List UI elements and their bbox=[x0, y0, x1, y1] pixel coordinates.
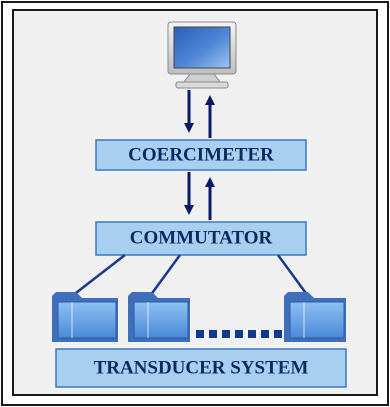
transducer-icon bbox=[284, 292, 346, 342]
transducer-system-label: TRANSDUCER SYSTEM bbox=[94, 357, 309, 378]
coercimeter-block: COERCIMETER bbox=[95, 139, 307, 171]
link-line-3 bbox=[276, 254, 310, 297]
commutator-block: COMMUTATOR bbox=[95, 221, 307, 256]
computer-monitor-icon bbox=[167, 21, 237, 89]
coercimeter-label: COERCIMETER bbox=[128, 144, 274, 165]
dotted-ellipsis bbox=[196, 330, 282, 338]
link-line-2 bbox=[148, 254, 182, 297]
link-line-1 bbox=[71, 254, 126, 297]
commutator-label: COMMUTATOR bbox=[130, 227, 273, 248]
transducer-icon bbox=[52, 292, 118, 342]
transducer-icon bbox=[128, 292, 190, 342]
transducer-system-block: TRANSDUCER SYSTEM bbox=[55, 348, 347, 388]
